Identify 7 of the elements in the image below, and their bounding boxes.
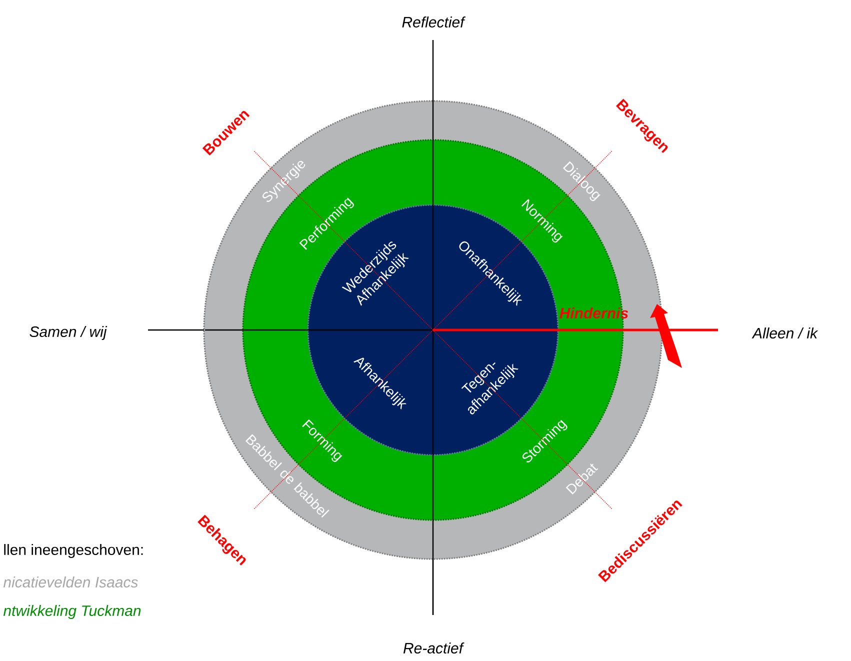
note-text: llen ineengeschoven: (4, 544, 143, 558)
axis-label: Reflectief (402, 16, 466, 28)
axis-label: Alleen / ik (752, 328, 818, 338)
axis-label: Samen / wij (30, 326, 108, 340)
axis-label: Re-actief (403, 642, 464, 654)
note-text: nicatievelden Isaacs (3, 576, 138, 588)
note-text: ntwikkeling Tuckman (3, 605, 141, 619)
